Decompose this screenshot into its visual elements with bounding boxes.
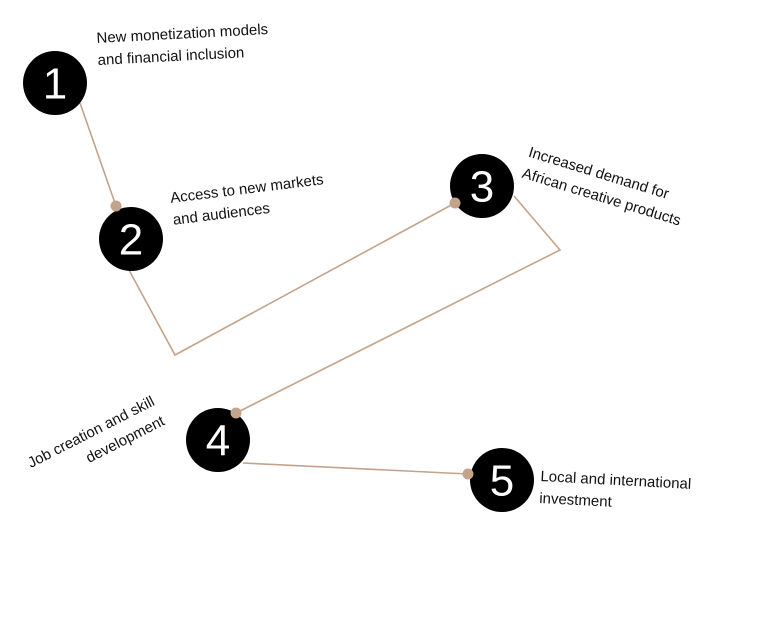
step-node-3: 3 xyxy=(450,154,514,218)
step-label-5: Local and international investment xyxy=(539,466,692,518)
step-number-3: 3 xyxy=(470,163,494,212)
step-node-5: 5 xyxy=(470,448,534,512)
step-node-4-circle xyxy=(186,408,250,472)
step-number-1: 1 xyxy=(43,60,67,109)
step-number-5: 5 xyxy=(490,457,514,506)
step-node-5-circle xyxy=(470,448,534,512)
connector-4-5 xyxy=(242,462,469,475)
connector-joint-dot-2 xyxy=(449,197,461,209)
step-node-1-circle xyxy=(23,51,87,115)
step-node-2-circle xyxy=(99,207,163,271)
step-node-1: 1 xyxy=(23,51,87,115)
step-number-2: 2 xyxy=(119,216,143,265)
connector-3-4 xyxy=(235,195,562,414)
step-node-4: 4 xyxy=(186,408,250,472)
connector-joint-dot-3 xyxy=(230,407,242,419)
step-number-4: 4 xyxy=(206,417,230,466)
step-node-2: 2 xyxy=(99,207,163,271)
connector-joint-dot-4 xyxy=(462,468,474,480)
step-label-1: New monetization models and financial in… xyxy=(96,19,270,72)
connector-joint-dot-1 xyxy=(110,200,122,212)
step-nodes: 1 2 3 4 5 xyxy=(23,51,534,512)
step-node-3-circle xyxy=(450,154,514,218)
connector-lines xyxy=(79,102,562,475)
connector-2-3 xyxy=(128,202,456,357)
connector-1-2 xyxy=(79,102,117,207)
